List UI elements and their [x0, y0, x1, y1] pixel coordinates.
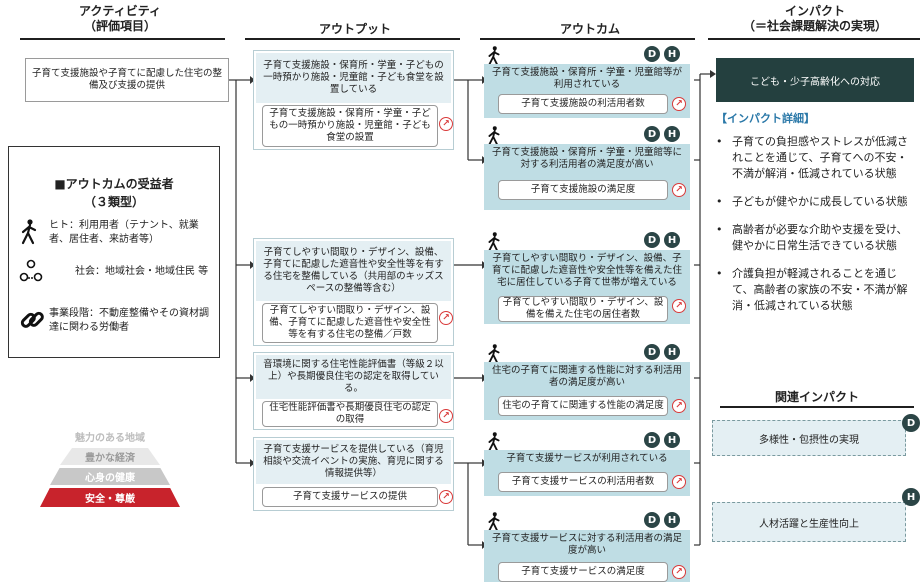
activity-underline	[20, 38, 225, 40]
badge-d-icon: D	[644, 512, 660, 528]
output-2-indicator: 子育てしやすい間取り・デザイン、設備、子育てに配慮した遮音性や安全性等を有する住…	[262, 303, 438, 343]
impact-detail-title: 【インパクト詳細】	[716, 112, 815, 125]
output-4-title: 子育て支援サービスを提供している（育児相談や交流イベントの実施、育児に関する情報…	[256, 440, 451, 484]
pyramid-level-attractive-region: 魅力のある地域	[75, 433, 145, 444]
output-2-title: 子育てしやすい間取り・デザイン、設備、子育てに配慮した遮音性や安全性等を有する住…	[256, 241, 451, 301]
beneficiary-society-text: 社会：地域社会・地域住民 等	[75, 266, 209, 277]
outcome-5-indicator: 子育て支援サービスの利活用者数	[498, 472, 668, 492]
badge-d-icon: D	[644, 432, 660, 448]
outcome-card-3: D H 子育てしやすい間取り・デザイン、設備、子育てに配慮した遮音性や安全性等を…	[484, 232, 694, 324]
impact-detail-list: •子育ての負担感やストレスが低減されことを通じて、子育てへの不安・不満が解消・低…	[716, 134, 916, 314]
badge-h-icon: H	[664, 432, 680, 448]
external-link-icon[interactable]: ↗	[672, 565, 686, 579]
related-impact-diversity: 多様性・包摂性の実現	[712, 420, 906, 456]
link-icon	[19, 307, 45, 337]
related-impact-talent: 人材活躍と生産性向上	[712, 502, 906, 542]
person-icon	[486, 126, 502, 150]
output-underline	[245, 38, 460, 40]
impact-header-line2: （＝社会課題解決の実現）	[742, 19, 887, 33]
outcome-2-title: 子育て支援施設・保育所・学童・児童館等に対する利活用者の満足度が高い	[484, 144, 690, 210]
impact-main-box: こども・少子高齢化への対応	[716, 58, 914, 102]
outcome-card-1: D H 子育て支援施設・保育所・学童・児童館等が利用されている 子育て支援施設の…	[484, 46, 694, 118]
external-link-icon[interactable]: ↗	[672, 299, 686, 313]
impact-detail-item: •子育ての負担感やストレスが低減されことを通じて、子育てへの不安・不満が解消・低…	[716, 135, 908, 180]
outcome-header: アウトカム	[559, 22, 620, 36]
output-card-4: 子育て支援サービスを提供している（育児相談や交流イベントの実施、育児に関する情報…	[253, 437, 454, 511]
external-link-icon[interactable]: ↗	[672, 183, 686, 197]
outcome-1-indicator: 子育て支援施設の利活用者数	[498, 94, 668, 114]
person-icon	[486, 232, 502, 256]
external-link-icon[interactable]: ↗	[672, 97, 686, 111]
badge-h-icon: H	[664, 344, 680, 360]
badge-h-icon: H	[664, 46, 680, 62]
external-link-icon[interactable]: ↗	[439, 409, 453, 423]
badge-h-icon: H	[664, 232, 680, 248]
outcome-underline	[480, 38, 695, 40]
outcome-card-2: D H 子育て支援施設・保育所・学童・児童館等に対する利活用者の満足度が高い 子…	[484, 126, 694, 210]
value-pyramid: 魅力のある地域 豊かな経済 心身の健康 安全・尊厳	[40, 428, 180, 510]
pyramid-level-rich-economy: 豊かな経済	[60, 448, 160, 465]
external-link-icon[interactable]: ↗	[439, 117, 453, 131]
impact-header-line1: インパクト	[784, 4, 845, 18]
external-link-icon[interactable]: ↗	[439, 490, 453, 504]
outcome-card-6: D H 子育て支援サービスに対する利活用者の満足度が高い 子育て支援サービスの満…	[484, 512, 694, 582]
output-card-3: 音環境に関する住宅性能評価書（等級２以上）や長期優良住宅の認定を取得している。 …	[253, 352, 454, 430]
beneficiary-people-text: ヒト：利用用者（テナント、就業者、居住者、来訪者等）	[49, 220, 199, 245]
badge-d-icon: D	[902, 414, 920, 432]
external-link-icon[interactable]: ↗	[672, 399, 686, 413]
badge-d-icon: D	[644, 232, 660, 248]
external-link-icon[interactable]: ↗	[672, 475, 686, 489]
activity-header-line2: （評価項目）	[83, 19, 156, 33]
impact-detail-item: •子どもが健やかに成長している状態	[716, 195, 908, 208]
beneficiaries-title: ■アウトカムの受益者	[54, 177, 174, 191]
activity-box: 子育て支援施設や子育てに配慮した住宅の整備及び支援の提供	[25, 58, 229, 102]
output-3-indicator: 住宅性能評価書や長期優良住宅の認定の取得	[262, 401, 438, 427]
output-1-indicator: 子育て支援施設・保育所・学童・子どもの一時預かり施設・児童館・子ども食堂の設置	[262, 105, 438, 147]
beneficiaries-panel: ■アウトカムの受益者 （３類型） ヒト：利用用者（テナント、就業者、居住者、来訪…	[8, 146, 220, 358]
outcome-card-5: D H 子育て支援サービスが利用されている 子育て支援サービスの利活用者数 ↗	[484, 432, 694, 496]
person-icon	[486, 512, 502, 536]
output-header: アウトプット	[318, 22, 391, 36]
beneficiary-business-text: 事業段階：不動産整備やその資材調達に関わる労働者	[49, 308, 209, 333]
person-icon	[19, 219, 41, 249]
related-impact-title: 関連インパクト	[774, 390, 859, 404]
outcome-2-indicator: 子育て支援施設の満足度	[498, 180, 668, 200]
activity-header-line1: アクティビティ	[79, 4, 161, 18]
impact-underline	[708, 38, 920, 40]
output-3-title: 音環境に関する住宅性能評価書（等級２以上）や長期優良住宅の認定を取得している。	[256, 355, 451, 399]
badge-h-icon: H	[664, 512, 680, 528]
external-link-icon[interactable]: ↗	[439, 311, 453, 325]
impact-detail-item: •高齢者が必要な介助や支援を受け、健やかに日常生活できている状態	[716, 223, 908, 252]
pyramid-level-health: 心身の健康	[50, 468, 170, 485]
outcome-card-4: D H 住宅の子育てに関連する性能に対する利活用者の満足度が高い 住宅の子育てに…	[484, 344, 694, 420]
beneficiaries-subtitle: （３類型）	[83, 195, 144, 209]
output-1-title: 子育て支援施設・保育所・学童・子どもの一時預かり施設・児童館・子ども食堂を設置し…	[256, 53, 451, 103]
impact-detail-item: •介護負担が軽減されることを通じて、高齢者の家族の不安・不満が解消・低減されてい…	[716, 267, 908, 312]
person-icon	[486, 344, 502, 368]
badge-h-icon: H	[902, 488, 920, 506]
activity-header: アクティビティ （評価項目）	[20, 4, 220, 34]
outcome-3-indicator: 子育てしやすい間取り・デザイン、設備を備えた住宅の居住者数	[498, 296, 668, 322]
related-impact-underline	[720, 406, 914, 408]
person-icon	[486, 46, 502, 70]
badge-d-icon: D	[644, 126, 660, 142]
impact-header: インパクト （＝社会課題解決の実現）	[710, 4, 920, 34]
badge-d-icon: D	[644, 344, 660, 360]
output-card-1: 子育て支援施設・保育所・学童・子どもの一時預かり施設・児童館・子ども食堂を設置し…	[253, 50, 454, 150]
person-icon	[486, 432, 502, 456]
badge-h-icon: H	[664, 126, 680, 142]
output-4-indicator: 子育て支援サービスの提供	[262, 487, 438, 507]
badge-d-icon: D	[644, 46, 660, 62]
pyramid-level-safety: 安全・尊厳	[40, 488, 180, 507]
output-card-2: 子育てしやすい間取り・デザイン、設備、子育てに配慮した遮音性や安全性等を有する住…	[253, 238, 454, 346]
outcome-6-indicator: 子育て支援サービスの満足度	[498, 562, 668, 582]
community-icon	[19, 259, 43, 289]
outcome-4-indicator: 住宅の子育てに関連する性能の満足度	[498, 396, 668, 416]
